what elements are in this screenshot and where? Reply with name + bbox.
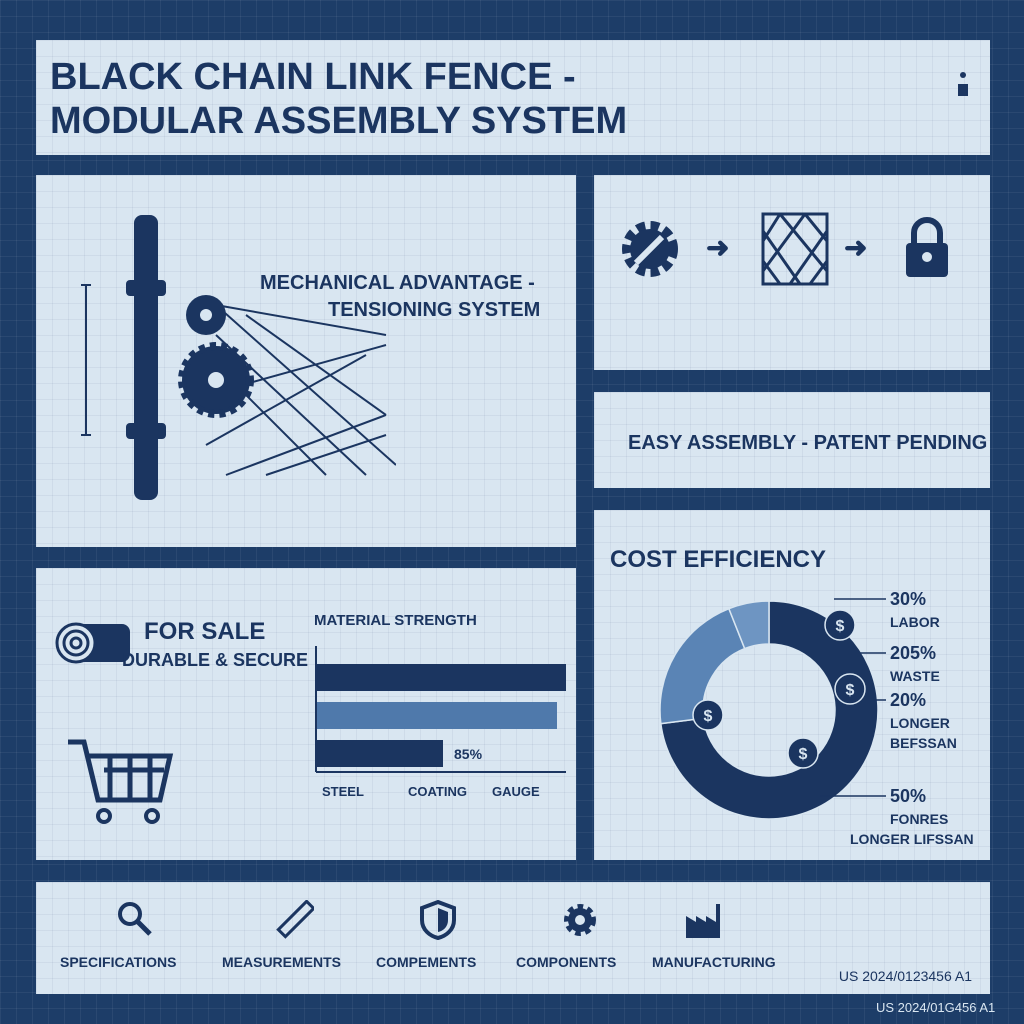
donut-category-label: LABOR [890, 614, 940, 630]
category-label: STEEL [322, 784, 364, 799]
donut-category-label: LONGER LIFSSAN [850, 831, 974, 847]
dollar-icon: $ [836, 618, 845, 635]
mechanism-panel: MECHANICAL ADVANTAGE - TENSIONING SYSTEM [36, 175, 576, 547]
dollar-icon: $ [799, 746, 808, 763]
bar-steel [317, 664, 566, 691]
gear-icon [564, 904, 596, 936]
dollar-icon [834, 673, 866, 705]
title-line-2: MODULAR ASSEMBLY SYSTEM [50, 100, 628, 142]
donut-value-label: 30% [890, 589, 926, 609]
gear-wrench-icon [622, 221, 678, 277]
dollar-icon [692, 699, 724, 731]
footer-item-components[interactable]: COMPONENTS [516, 896, 666, 976]
header-panel: BLACK CHAIN LINK FENCE - MODULAR ASSEMBL… [36, 40, 990, 155]
arrow-right-icon: ➜ [706, 232, 730, 263]
footer-item-specifications[interactable]: SPECIFICATIONS [60, 896, 210, 976]
footer-panel: SPECIFICATIONS MEASUREMENTS COMPEMENTS COMP… [36, 882, 990, 994]
footer-item-measurements[interactable]: MEASUREMENTS [222, 896, 372, 976]
arrow-right-icon: ➜ [844, 232, 868, 263]
donut-value-label: 205% [890, 643, 936, 663]
sale-title: FOR SALE [144, 618, 266, 645]
title-line-1: BLACK CHAIN LINK FENCE - [50, 56, 576, 98]
shield-icon [420, 900, 456, 940]
tensioner-illustration [81, 215, 396, 500]
donut-category-label: LONGER [890, 715, 950, 731]
bar-gauge [317, 740, 443, 767]
sale-panel: FOR SALE DURABLE & SECURE MATERIAL STREN… [36, 568, 576, 860]
bar-value-label: 85% [454, 746, 483, 762]
patent-number-outer: US 2024/01G456 A1 [876, 1000, 996, 1015]
dollar-icon: $ [846, 682, 855, 699]
dollar-icon [824, 609, 856, 641]
cost-panel: COST EFFICIENCY $ $ $ $30% LABOR 205% WASTE 20%… [594, 510, 990, 860]
ruler-icon [276, 900, 314, 939]
donut-value-label: 50% [890, 786, 926, 806]
bar-chart-title: MATERIAL STRENGTH [314, 612, 477, 629]
dollar-icon: $ [704, 708, 713, 725]
footer-item-label: MEASUREMENTS [222, 954, 342, 970]
assembly-panel: EASY ASSEMBLY - PATENT PENDING [594, 392, 990, 488]
fence-roll-icon [55, 622, 130, 664]
process-panel: ➜ ➜ [594, 175, 990, 370]
patent-number: US 2024/0123456 A1 [838, 968, 972, 984]
category-label: GAUGE [492, 784, 540, 799]
sale-subtitle: DURABLE & SECURE [122, 650, 309, 670]
dollar-icon [787, 737, 819, 769]
category-label: COATING [408, 784, 467, 799]
donut-category-label: WASTE [890, 668, 940, 684]
shopping-cart-icon[interactable] [64, 736, 174, 826]
donut-slice [727, 600, 770, 650]
bar-coating [317, 702, 557, 729]
donut-value-label: 20% [890, 690, 926, 710]
footer-item-label: COMPEMENTS [376, 954, 477, 970]
cost-donut-chart: $ $ $ $30% LABOR 205% WASTE 20% LONGER BEFSSAN 50%… [659, 589, 974, 847]
donut-slice [660, 600, 879, 820]
factory-icon [686, 904, 720, 938]
magnifier-icon [118, 902, 152, 936]
assembly-label: EASY ASSEMBLY - PATENT PENDING [628, 432, 988, 454]
cost-title: COST EFFICIENCY [610, 546, 827, 573]
fence-panel-icon [761, 212, 829, 286]
info-icon[interactable] [958, 72, 968, 96]
footer-item-label: COMPONENTS [516, 954, 617, 970]
mechanism-title-2: TENSIONING SYSTEM [328, 299, 541, 321]
donut-category-label: FONRES [890, 811, 948, 827]
footer-item-label: SPECIFICATIONS [60, 954, 177, 970]
mechanism-title-1: MECHANICAL ADVANTAGE - [260, 272, 535, 294]
donut-category-label: BEFSSAN [890, 735, 957, 751]
footer-item-compements[interactable]: COMPEMENTS [376, 896, 526, 976]
padlock-icon [906, 217, 948, 277]
footer-item-manufacturing[interactable]: MANUFACTURING [652, 896, 802, 976]
footer-item-label: MANUFACTURING [652, 954, 776, 970]
